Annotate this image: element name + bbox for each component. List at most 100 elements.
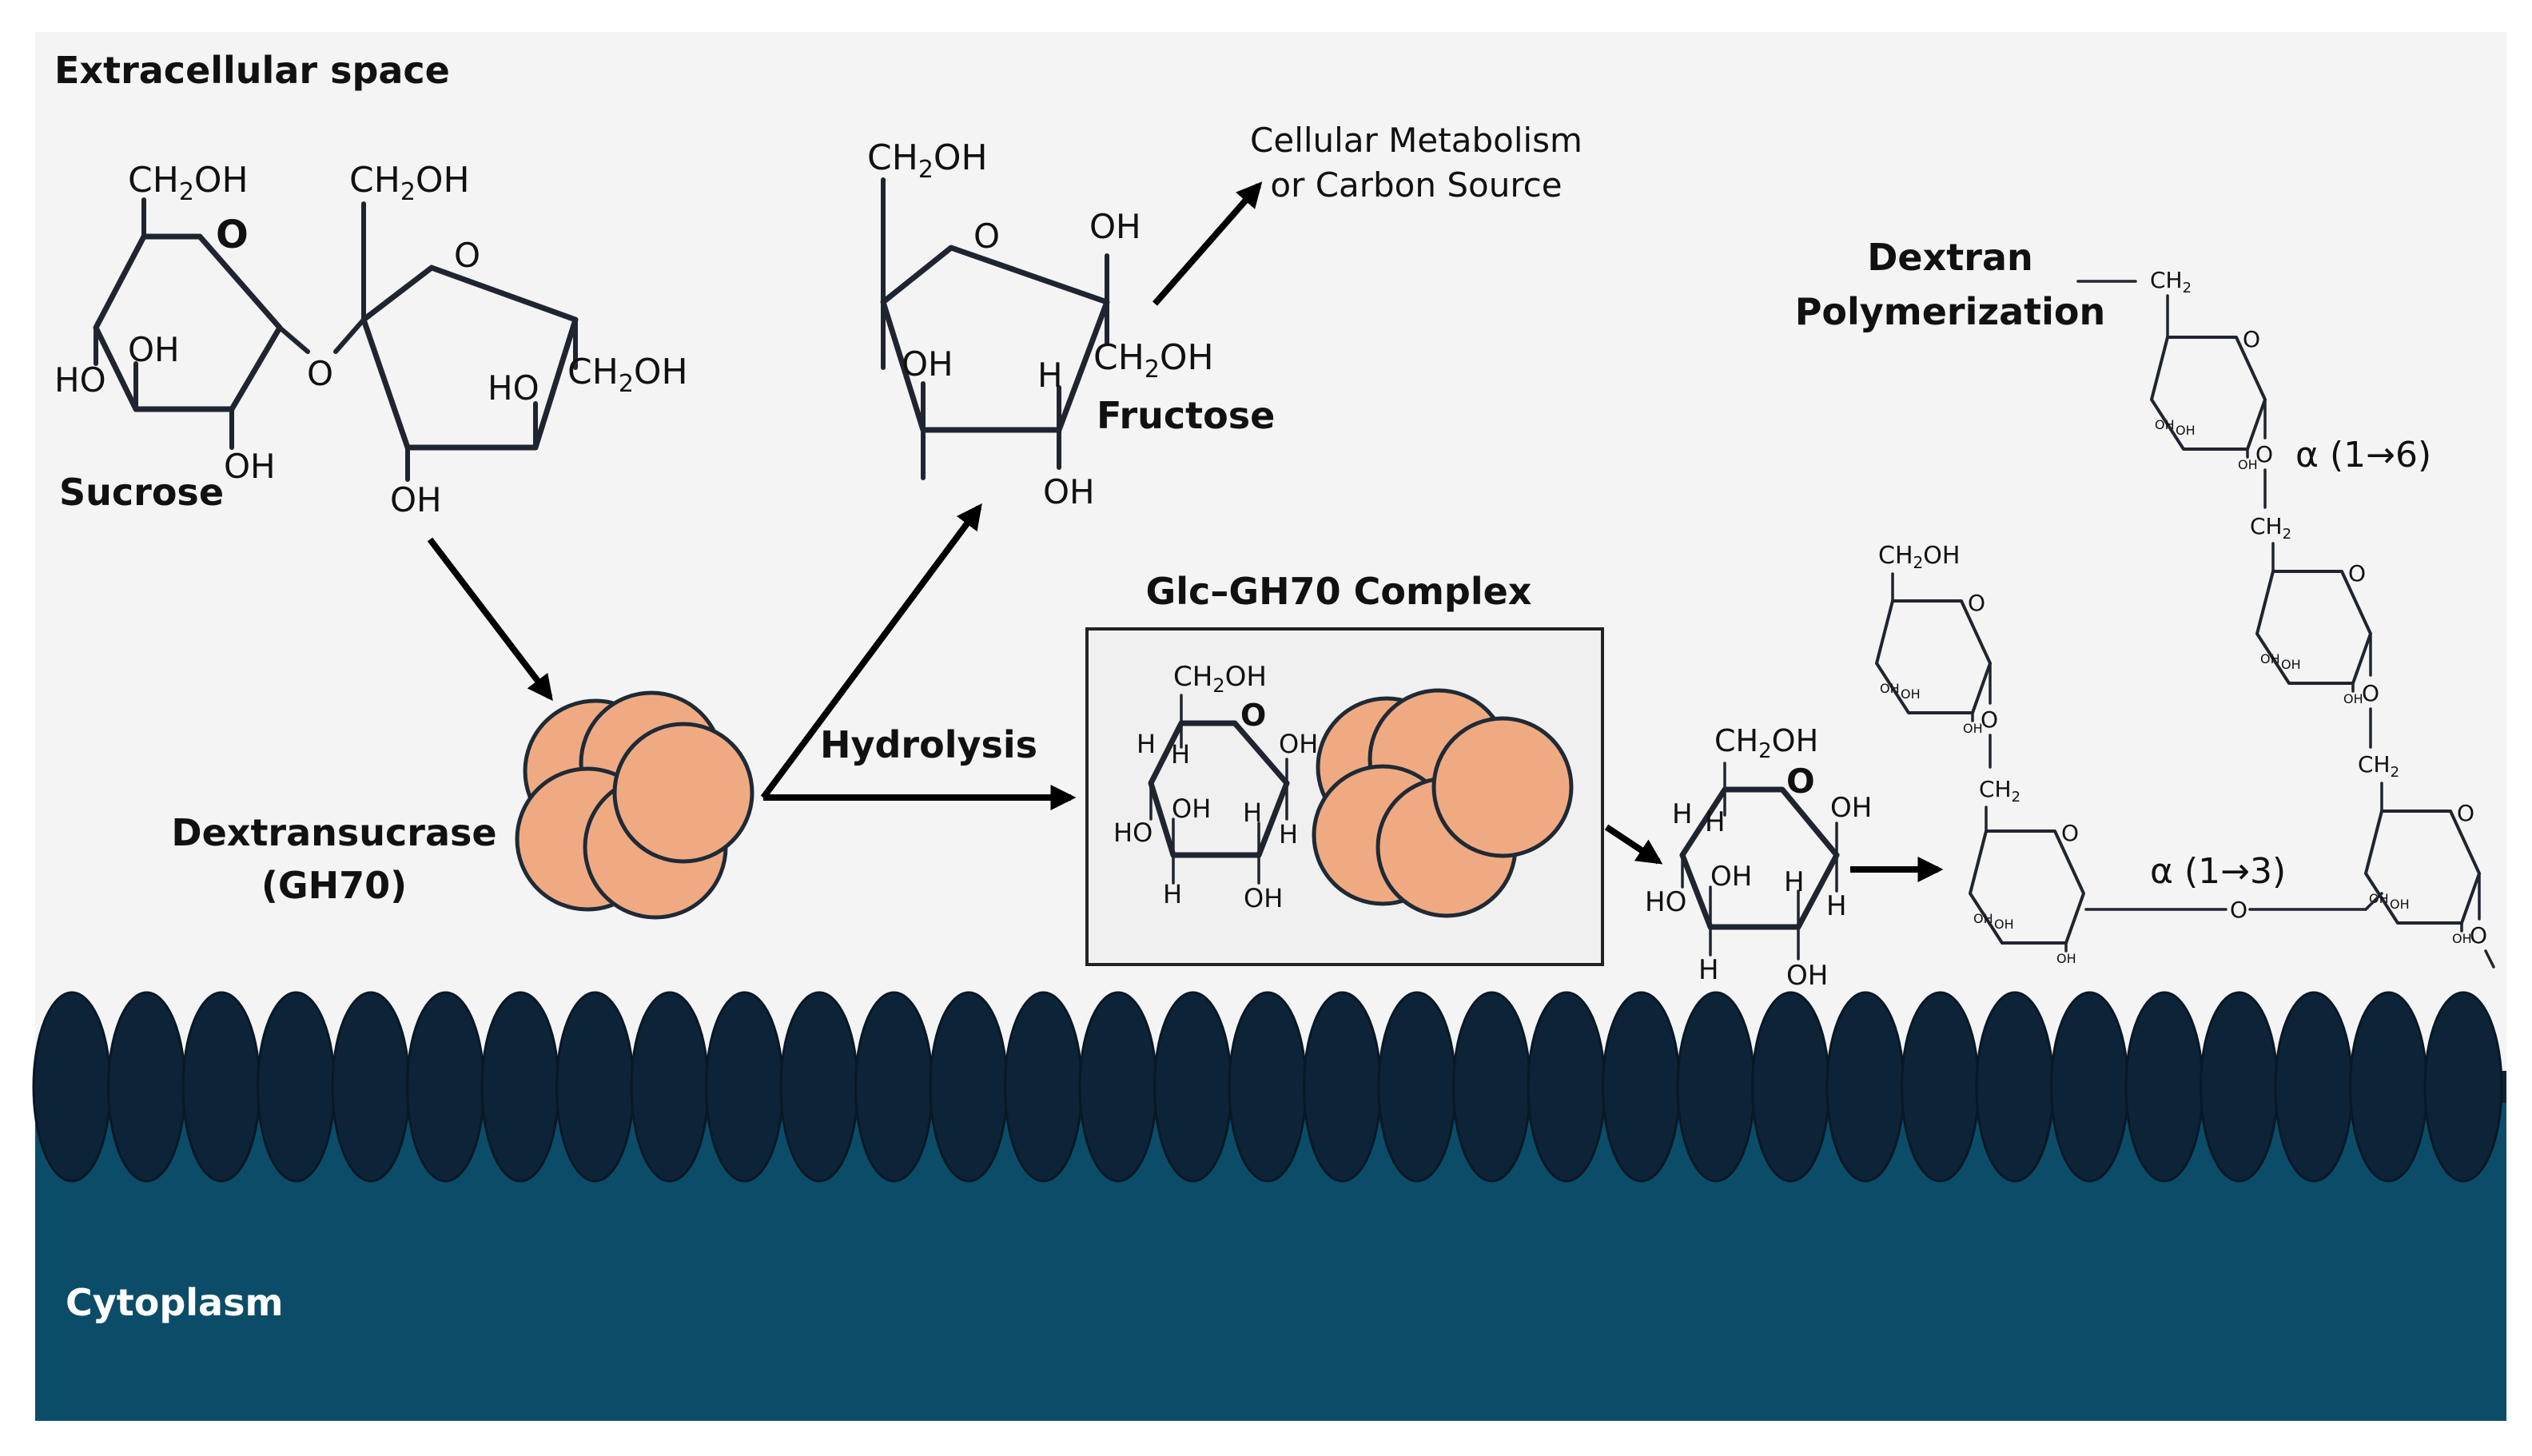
sucrose-oh-3: OH — [390, 480, 442, 519]
metabolism-arrow — [1152, 181, 1263, 306]
membrane-lipid — [2274, 991, 2354, 1183]
fructose-oh-1: OH — [1089, 207, 1141, 246]
glucose-oh-2: OH — [1710, 861, 1752, 893]
dextran-ring-o: O — [1968, 590, 1985, 616]
complex-h-3: H — [1243, 798, 1262, 828]
sucrose-label: Sucrose — [59, 471, 224, 514]
dextran-ring-o: O — [2061, 820, 2079, 846]
sucrose-oh-1: OH — [128, 330, 180, 369]
dextran-bond — [2484, 949, 2495, 969]
fructose-molecule: CH2OH O OH OH H CH2OH OH — [867, 137, 1214, 511]
membrane-lipid — [929, 991, 1009, 1183]
released-glucose: CH2OH O H H OH OH HO H H H OH — [1645, 723, 1872, 992]
membrane-lipid — [779, 991, 859, 1183]
complex-ch2oh: CH2OH — [1173, 661, 1267, 697]
dextran-ring-oh: OH — [2056, 951, 2076, 966]
membrane-lipid — [32, 991, 112, 1183]
membrane-lipid — [406, 991, 485, 1183]
membrane-lipid — [181, 991, 261, 1183]
glucose-h-3: H — [1784, 866, 1805, 898]
dextran-ring-oh: OH — [2260, 651, 2280, 666]
complex-h-5: H — [1163, 879, 1182, 909]
fructose-h: H — [1037, 356, 1063, 395]
sucrose-oh-2: OH — [224, 447, 276, 486]
membrane-lipid — [854, 991, 934, 1183]
membrane-lipid — [1676, 991, 1756, 1183]
dextran-link-o: O — [2470, 922, 2487, 949]
metabolism-label-line1: Cellular Metabolism — [1250, 121, 1582, 160]
glucose-oh-1: OH — [1830, 792, 1872, 824]
membrane-lipid — [331, 991, 411, 1183]
membrane-lipid — [1377, 991, 1457, 1183]
complex-oh-3: OH — [1244, 883, 1283, 913]
membrane-lipid — [2124, 991, 2204, 1183]
hydrolysis-label: Hydrolysis — [820, 723, 1037, 766]
membrane-lipid — [555, 991, 635, 1183]
dextran-ch2-label: CH2 — [2250, 513, 2291, 543]
membrane-lipid — [2423, 991, 2503, 1183]
enzyme-to-fructose-arrow — [760, 503, 982, 800]
fructose-oh-2: OH — [902, 344, 953, 384]
sucrose-ch2oh-1: CH2OH — [128, 160, 249, 206]
complex-ring-o: O — [1240, 698, 1266, 733]
dextran-link-o: O — [2362, 680, 2379, 706]
dextran-ring-o: O — [2243, 326, 2260, 352]
link-alpha-1-3-label: α (1→3) — [2150, 851, 2286, 892]
membrane-lipid — [2050, 991, 2129, 1183]
dextran-ring-oh: OH — [1880, 681, 1900, 696]
dextran-ring-oh: OH — [2238, 457, 2258, 472]
membrane-lipid — [1078, 991, 1158, 1183]
dextran-ch2-label: CH2 — [2150, 267, 2192, 296]
complex-oh-1: OH — [1279, 729, 1318, 759]
glucose-ch2oh: CH2OH — [1714, 723, 1818, 763]
complex-to-glucose-arrow — [1604, 824, 1663, 865]
dextran-ring-oh: OH — [2281, 657, 2301, 672]
sucrose-ch2oh-3: CH2OH — [567, 352, 688, 398]
dextran-bond — [2364, 892, 2383, 911]
complex-ho: HO — [1113, 818, 1153, 848]
dextran-ch2-label: CH2 — [1979, 776, 2020, 806]
link-alpha-1-6-label: α (1→6) — [2295, 435, 2431, 475]
membrane-lipid — [1153, 991, 1232, 1183]
dextran-link-o: O — [2230, 897, 2247, 923]
glucose-h-2: H — [1705, 806, 1726, 838]
dextran-ring-oh: OH — [2452, 931, 2472, 946]
membrane-lipid — [257, 991, 336, 1183]
dextran-ring-oh: OH — [1994, 917, 2014, 932]
sucrose-ch2oh-2: CH2OH — [349, 160, 470, 206]
complex-enzyme — [1312, 688, 1574, 918]
dextran-link-o: O — [1981, 706, 1998, 733]
dextran-ring-oh: OH — [2343, 691, 2363, 706]
complex-title: Glc–GH70 Complex — [1146, 570, 1532, 613]
membrane-lipid — [107, 991, 186, 1183]
membrane-lipid — [1527, 991, 1606, 1183]
fructose-ch2oh-1: CH2OH — [867, 137, 988, 184]
membrane-lipid — [1004, 991, 1083, 1183]
membrane-lipid — [1452, 991, 1531, 1183]
dextran-ch2-label: CH2 — [2358, 751, 2399, 781]
membrane-lipid — [2349, 991, 2428, 1183]
dextran-ring-o: O — [2457, 800, 2474, 826]
metabolism-label-line2: or Carbon Source — [1270, 165, 1562, 205]
dextran-ring-oh: OH — [2176, 423, 2196, 438]
fructose-oh-3: OH — [1043, 472, 1095, 511]
dextransucrase-enzyme — [515, 690, 754, 920]
enzyme-label-line2: (GH70) — [261, 864, 407, 907]
complex-glucose: CH2OH O H H OH OH HO H H H OH — [1113, 661, 1318, 913]
fructose-ch2oh-2: CH2OH — [1093, 337, 1214, 384]
dextran-ring-o: O — [2348, 560, 2366, 587]
dextran-ring-oh: OH — [1901, 686, 1921, 702]
sucrose-to-enzyme-arrow — [427, 537, 553, 702]
membrane-lipid — [705, 991, 784, 1183]
dextran-link-o: O — [2255, 441, 2273, 467]
membrane-lipid — [480, 991, 560, 1183]
membrane-lipid — [1751, 991, 1830, 1183]
complex-h-4: H — [1279, 819, 1298, 849]
sucrose-molecule: CH2OH O OH HO OH O CH2OH O HO CH2OH OH — [54, 160, 688, 519]
membrane-lipid — [1825, 991, 1905, 1183]
sucrose-fructose-o: O — [454, 236, 480, 275]
glucose-h-4: H — [1826, 890, 1847, 922]
cell-membrane — [32, 991, 2503, 1183]
